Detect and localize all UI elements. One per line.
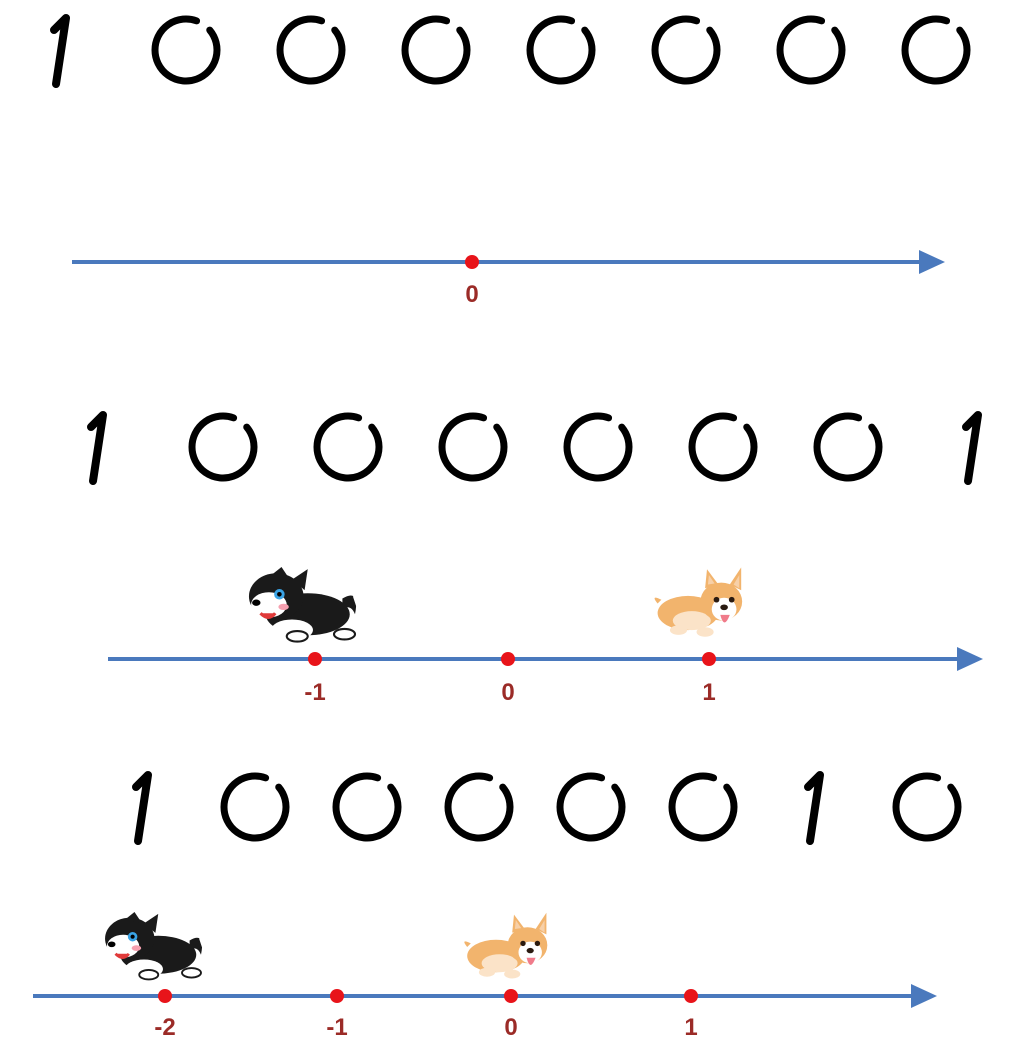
- zero-stroke: [892, 772, 962, 842]
- axis-arrowhead: [957, 647, 983, 671]
- axis-point: [330, 989, 344, 1003]
- digit-one: 1: [962, 411, 982, 485]
- number-line-3: -2 -1 0 1: [33, 910, 937, 1041]
- axis-point: [684, 989, 698, 1003]
- digit-zero: 0: [813, 412, 883, 482]
- digit-row-1: 10000000: [50, 14, 971, 88]
- tick-label: -2: [154, 1014, 175, 1041]
- tick-label: 1: [684, 1014, 697, 1041]
- corgi-icon: [464, 912, 548, 979]
- tick-label: 0: [504, 1014, 517, 1041]
- zero-stroke: [688, 412, 758, 482]
- zero-stroke: [151, 15, 221, 85]
- zero-stroke: [651, 15, 721, 85]
- digit-zero: 0: [892, 772, 962, 842]
- digit-zero: 0: [401, 15, 471, 85]
- axis-point: [158, 989, 172, 1003]
- zero-stroke: [813, 412, 883, 482]
- axis-point: [504, 989, 518, 1003]
- zero-stroke: [668, 772, 738, 842]
- axis-point: [465, 255, 479, 269]
- one-stroke: [132, 771, 152, 845]
- digit-one: 1: [132, 771, 152, 845]
- zero-stroke: [401, 15, 471, 85]
- digit-zero: 0: [776, 15, 846, 85]
- digit-one: 1: [804, 771, 824, 845]
- digit-zero: 0: [332, 772, 402, 842]
- digit-one: 1: [87, 411, 107, 485]
- zero-stroke: [563, 412, 633, 482]
- zero-stroke: [901, 15, 971, 85]
- digit-zero: 0: [556, 772, 626, 842]
- one-stroke: [50, 14, 70, 88]
- black-dog-icon: [103, 910, 208, 981]
- zero-stroke: [444, 772, 514, 842]
- zero-stroke: [188, 412, 258, 482]
- axis-arrowhead: [911, 984, 937, 1008]
- digit-zero: 0: [526, 15, 596, 85]
- tick-label: 1: [702, 679, 715, 706]
- zero-stroke: [556, 772, 626, 842]
- number-line-2: -1 0 1: [108, 565, 983, 706]
- one-stroke: [962, 411, 982, 485]
- axis-arrowhead: [919, 250, 945, 274]
- zero-stroke: [776, 15, 846, 85]
- digit-one: 1: [50, 14, 70, 88]
- zero-stroke: [313, 412, 383, 482]
- digit-zero: 0: [151, 15, 221, 85]
- digit-row-2: 10000001: [87, 411, 982, 485]
- digit-zero: 0: [688, 412, 758, 482]
- one-stroke: [804, 771, 824, 845]
- digit-zero: 0: [901, 15, 971, 85]
- zero-stroke: [526, 15, 596, 85]
- digit-zero: 0: [563, 412, 633, 482]
- digit-zero: 0: [438, 412, 508, 482]
- tick-label: 0: [465, 281, 478, 308]
- black-dog-icon: [247, 565, 363, 644]
- zero-stroke: [220, 772, 290, 842]
- digit-row-3: 10000010: [132, 771, 962, 845]
- axis-point: [702, 652, 716, 666]
- digit-zero: 0: [444, 772, 514, 842]
- tick-label: -1: [304, 679, 325, 706]
- digit-zero: 0: [651, 15, 721, 85]
- number-line-1: 0: [72, 250, 945, 308]
- axis-point: [308, 652, 322, 666]
- digit-zero: 0: [276, 15, 346, 85]
- tick-label: -1: [326, 1014, 347, 1041]
- corgi-icon: [654, 567, 743, 637]
- zero-stroke: [438, 412, 508, 482]
- zero-stroke: [276, 15, 346, 85]
- zero-stroke: [332, 772, 402, 842]
- one-stroke: [87, 411, 107, 485]
- digit-zero: 0: [220, 772, 290, 842]
- tick-label: 0: [501, 679, 514, 706]
- digit-zero: 0: [668, 772, 738, 842]
- axis-point: [501, 652, 515, 666]
- digit-zero: 0: [313, 412, 383, 482]
- digit-zero: 0: [188, 412, 258, 482]
